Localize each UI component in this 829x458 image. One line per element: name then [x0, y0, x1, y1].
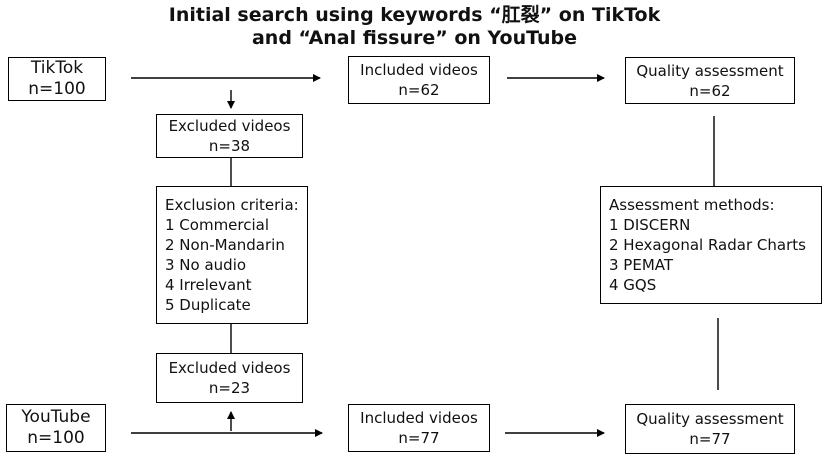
- title-line-1: Initial search using keywords “肛裂” on Ti…: [168, 4, 661, 26]
- youtube-excluded-count: n=23: [208, 379, 251, 397]
- youtube-included-label: Included videos: [360, 409, 478, 427]
- assessment-methods-heading: Assessment methods:: [609, 196, 775, 214]
- exclusion-criteria-heading: Exclusion criteria:: [165, 196, 299, 214]
- youtube-quality-count: n=77: [689, 430, 731, 448]
- tiktok-source-name: TikTok: [30, 58, 84, 78]
- youtube-quality-label: Quality assessment: [636, 410, 784, 428]
- youtube-source-name: YouTube: [21, 407, 91, 427]
- tiktok-source-count: n=100: [28, 79, 86, 99]
- exclusion-criterion: 2 Non-Mandarin: [165, 236, 285, 254]
- assessment-method: 1 DISCERN: [609, 216, 691, 234]
- assessment-method: 2 Hexagonal Radar Charts: [609, 236, 806, 254]
- tiktok-quality-box: Quality assessment n=62: [625, 57, 795, 104]
- tiktok-excluded-count: n=38: [208, 137, 251, 155]
- tiktok-excluded-label: Excluded videos: [168, 117, 291, 135]
- assessment-method: 3 PEMAT: [609, 256, 674, 274]
- diagram-title: Initial search using keywords “肛裂” on Ti…: [0, 4, 829, 50]
- youtube-source-box: YouTube n=100: [6, 404, 106, 452]
- youtube-quality-box: Quality assessment n=77: [625, 404, 795, 454]
- exclusion-criterion: 4 Irrelevant: [165, 276, 252, 294]
- youtube-excluded-label: Excluded videos: [168, 359, 291, 377]
- exclusion-criteria-box: Exclusion criteria: 1 Commercial 2 Non-M…: [156, 186, 308, 324]
- assessment-method: 4 GQS: [609, 276, 657, 294]
- tiktok-source-box: TikTok n=100: [8, 57, 106, 101]
- assessment-methods-box: Assessment methods: 1 DISCERN 2 Hexagona…: [600, 186, 822, 304]
- exclusion-criterion: 3 No audio: [165, 256, 247, 274]
- youtube-source-count: n=100: [27, 428, 85, 448]
- youtube-included-box: Included videos n=77: [348, 404, 490, 452]
- tiktok-quality-count: n=62: [689, 81, 731, 100]
- tiktok-included-count: n=62: [398, 81, 440, 99]
- tiktok-included-box: Included videos n=62: [348, 56, 490, 104]
- tiktok-excluded-box: Excluded videos n=38: [156, 114, 303, 158]
- exclusion-criterion: 5 Duplicate: [165, 296, 251, 314]
- tiktok-included-label: Included videos: [360, 61, 478, 79]
- exclusion-criterion: 1 Commercial: [165, 216, 270, 234]
- title-line-2: and “Anal fissure” on YouTube: [251, 27, 578, 49]
- youtube-excluded-box: Excluded videos n=23: [156, 353, 303, 403]
- youtube-included-count: n=77: [398, 429, 440, 447]
- tiktok-quality-label: Quality assessment: [636, 61, 784, 80]
